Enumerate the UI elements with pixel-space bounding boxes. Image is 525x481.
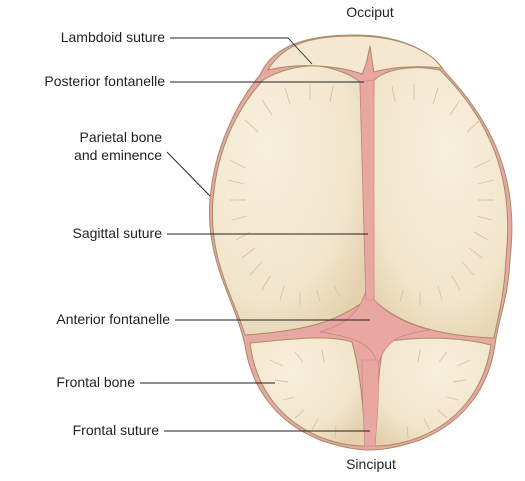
anterior-fontanelle-label: Anterior fontanelle <box>56 311 170 327</box>
occiput-label: Occiput <box>346 4 394 20</box>
lambdoid-suture-label: Lambdoid suture <box>61 29 166 45</box>
right-parietal-bone <box>373 68 508 338</box>
parietal-eminence-label: and eminence <box>74 147 162 163</box>
frontal-suture-strip <box>362 360 379 446</box>
left-frontal-bone <box>250 338 365 446</box>
frontal-bone-label: Frontal bone <box>56 374 135 390</box>
sagittal-suture-label: Sagittal suture <box>73 225 163 241</box>
parietal-bone-label: Parietal bone <box>79 129 162 145</box>
sinciput-label: Sinciput <box>346 456 396 472</box>
right-frontal-bone <box>375 338 491 446</box>
leader-parietal <box>167 152 210 196</box>
frontal-suture-label: Frontal suture <box>73 422 160 438</box>
posterior-fontanelle-label: Posterior fontanelle <box>44 73 165 89</box>
